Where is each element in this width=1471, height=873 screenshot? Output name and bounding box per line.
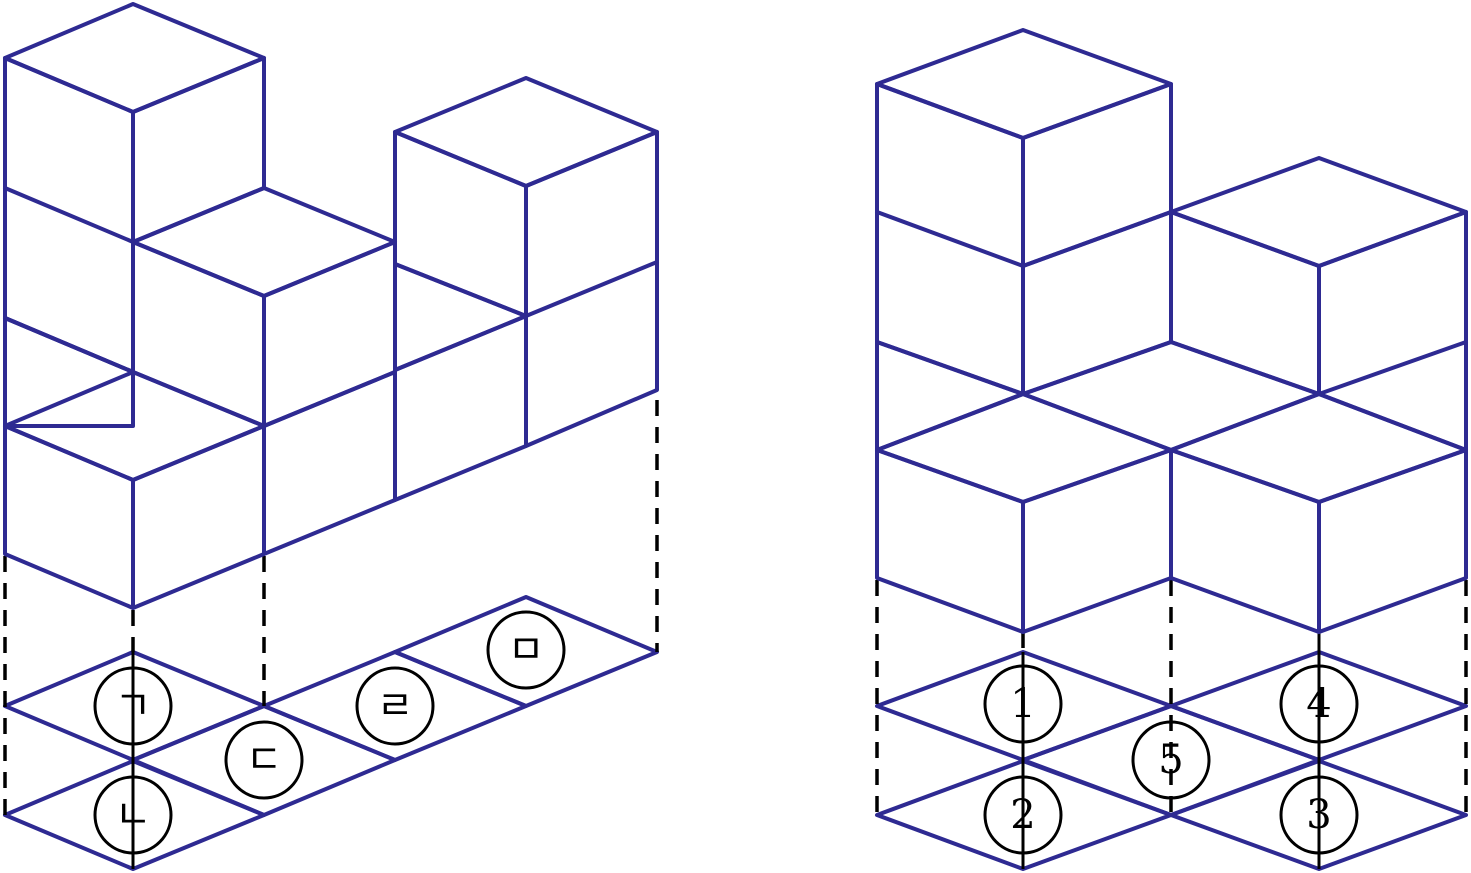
right-figure: 1 2 3 4 5	[875, 28, 1468, 871]
label-giyeok-text: ㄱ	[115, 683, 152, 729]
label-three: 3	[1279, 775, 1359, 855]
label-one: 1	[983, 664, 1063, 744]
label-four: 4	[1279, 664, 1359, 744]
left-labels: ㄱ ㄴ ㄷ ㄹ ㅁ	[93, 610, 566, 855]
right-projection-lines	[875, 580, 1468, 869]
label-one-text: 1	[1010, 681, 1035, 727]
label-two: 2	[983, 775, 1063, 855]
label-rieul-text: ㄹ	[377, 683, 414, 729]
left-floor-plan	[3, 595, 659, 871]
label-two-text: 2	[1010, 792, 1035, 838]
label-five-text: 5	[1158, 737, 1183, 783]
left-figure: ㄱ ㄴ ㄷ ㄹ ㅁ	[3, 2, 659, 871]
label-three-text: 3	[1306, 792, 1331, 838]
label-five: 5	[1131, 720, 1211, 800]
label-nieun-text: ㄴ	[115, 792, 152, 838]
label-rieul: ㄹ	[355, 666, 435, 746]
label-mieum: ㅁ	[486, 610, 566, 690]
left-projection-lines	[3, 400, 659, 869]
label-digeut: ㄷ	[224, 720, 304, 800]
label-mieum-text: ㅁ	[508, 627, 545, 673]
label-giyeok: ㄱ	[93, 666, 173, 746]
label-digeut-text: ㄷ	[246, 737, 283, 783]
label-four-text: 4	[1306, 681, 1331, 727]
right-cube-stack	[875, 28, 1468, 634]
left-cube-stack	[3, 2, 659, 610]
right-labels: 1 2 3 4 5	[983, 664, 1359, 855]
label-nieun: ㄴ	[93, 775, 173, 855]
